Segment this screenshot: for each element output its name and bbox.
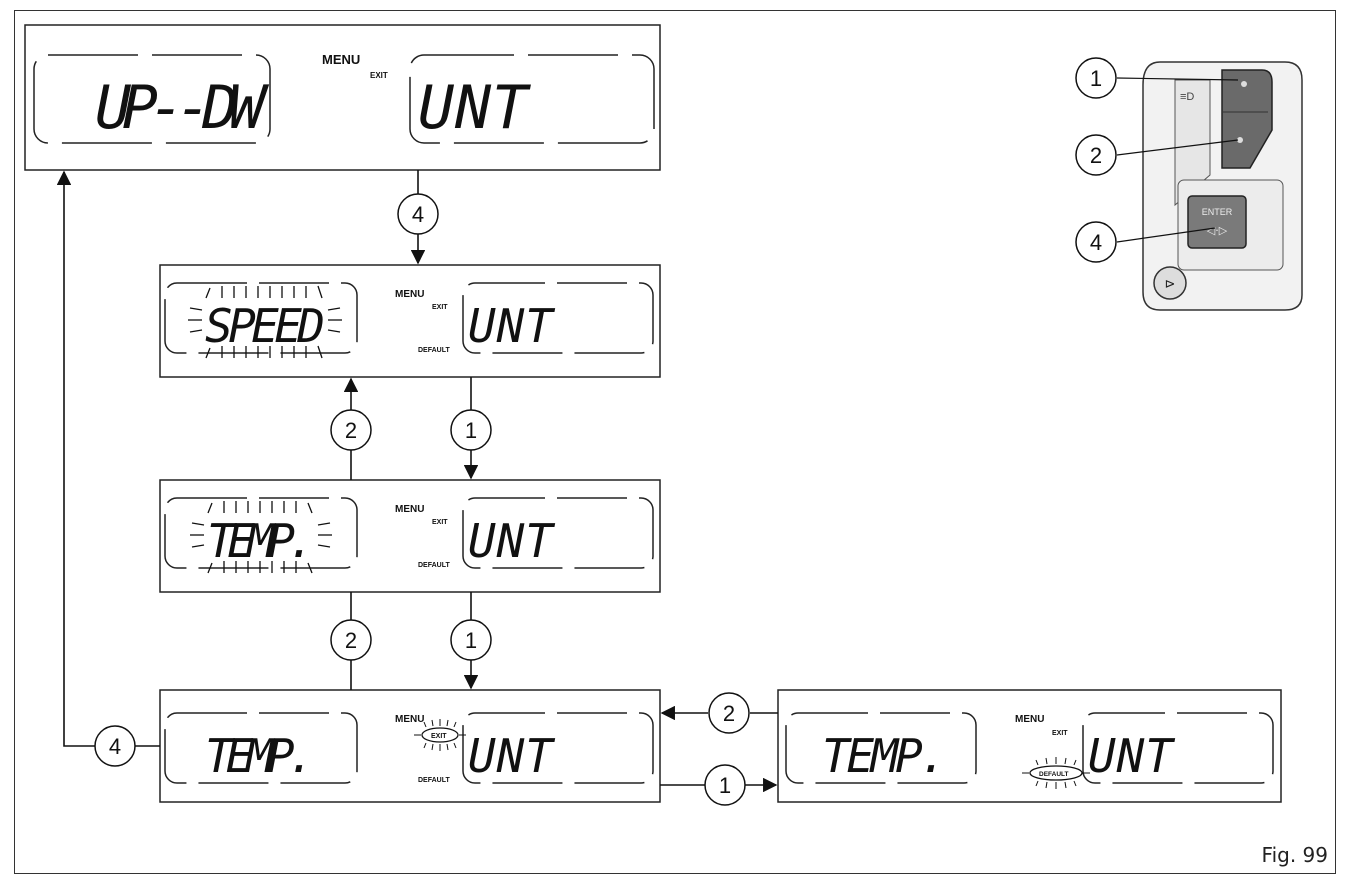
screen-speed: SPEED UNT MENU EXIT DEFAULT <box>159 264 661 378</box>
button-1-2-rocker <box>1221 69 1273 169</box>
horn-button <box>1153 266 1187 300</box>
temp-default-default-label: DEFAULT <box>1039 771 1069 778</box>
step-circle-2-speed: 2 <box>330 409 372 451</box>
figure-frame <box>14 10 1336 874</box>
callout-circle-2 <box>1075 134 1117 176</box>
enter-label: ENTER <box>1202 207 1233 217</box>
svg-text:2: 2 <box>345 418 357 443</box>
enter-button-4 <box>1187 195 1247 249</box>
speed-right-readout: UNT <box>468 299 555 353</box>
speed-exit-label: EXIT <box>432 304 448 311</box>
step-circle-4-top: 4 <box>397 193 439 235</box>
temp-exit-menu-label: MENU <box>395 714 424 725</box>
speed-menu-label: MENU <box>395 289 424 300</box>
speed-default-label: DEFAULT <box>418 347 450 354</box>
temp-default-exit-label: EXIT <box>1052 730 1068 737</box>
step-circle-1-default: 1 <box>704 764 746 806</box>
temp-right-readout: UNT <box>468 514 555 568</box>
speed-left-readout: SPEED <box>205 299 325 353</box>
svg-text:1: 1 <box>465 418 477 443</box>
svg-text:4: 4 <box>412 202 424 227</box>
step-circle-4-exit: 4 <box>94 725 136 767</box>
step-circle-1-temp: 1 <box>450 619 492 661</box>
top-left-readout: UP--DW <box>95 73 270 143</box>
svg-text:2: 2 <box>1090 143 1102 168</box>
figure-label: Fig. 99 <box>1261 843 1328 867</box>
speed-blink-rays <box>188 285 342 359</box>
callout-circle-1 <box>1075 57 1117 99</box>
flow-connectors <box>56 170 778 793</box>
screen-temp-exit: TEMP. UNT MENU EXIT DEFAULT <box>159 689 661 803</box>
temp-default-menu-label: MENU <box>1015 714 1044 725</box>
temp-default-left-readout: TEMP. <box>822 729 947 783</box>
svg-text:1: 1 <box>1090 66 1102 91</box>
up-icon <box>1241 81 1247 87</box>
svg-text:1: 1 <box>465 628 477 653</box>
temp-left-readout: TEMP. <box>207 514 315 568</box>
top-exit-label: EXIT <box>370 71 388 80</box>
horn-icon: ⊳ <box>1165 277 1176 292</box>
temp-blink-rays <box>190 501 332 574</box>
temp-menu-label: MENU <box>395 504 424 515</box>
temp-default-label: DEFAULT <box>418 562 450 569</box>
step-circle-2-temp: 2 <box>330 619 372 661</box>
svg-text:2: 2 <box>723 701 735 726</box>
temp-exit-right-readout: UNT <box>468 729 555 783</box>
svg-text:1: 1 <box>719 773 731 798</box>
top-menu-label: MENU <box>322 52 360 67</box>
temp-default-right-readout: UNT <box>1088 729 1175 783</box>
step-circles: 4 1 2 1 2 4 1 2 <box>94 193 750 806</box>
default-blink-rays <box>1022 757 1090 789</box>
temp-exit-label: EXIT <box>432 519 448 526</box>
screen-temp-default: TEMP. UNT MENU EXIT DEFAULT <box>777 689 1282 803</box>
lights-icon: ≡D <box>1180 91 1194 103</box>
handlebar-controller: ≡D ENTER ◁·▷ ⊳ 1 2 4 <box>1075 57 1303 311</box>
temp-exit-exit-label: EXIT <box>431 733 447 740</box>
svg-text:4: 4 <box>1090 230 1102 255</box>
down-icon <box>1237 137 1243 143</box>
step-circle-1-speed: 1 <box>450 409 492 451</box>
svg-text:4: 4 <box>109 734 121 759</box>
svg-text:2: 2 <box>345 628 357 653</box>
screen-temp: TEMP. UNT MENU EXIT DEFAULT <box>159 479 661 593</box>
exit-blink-rays <box>414 719 466 751</box>
screen-top: UP--DW UNT MENU EXIT <box>24 24 661 171</box>
step-circle-2-default: 2 <box>708 692 750 734</box>
top-right-readout: UNT <box>418 73 532 143</box>
arrows-icon: ◁·▷ <box>1207 224 1228 237</box>
callout-circle-4 <box>1075 221 1117 263</box>
temp-exit-default-label: DEFAULT <box>418 777 450 784</box>
temp-exit-left-readout: TEMP. <box>205 729 315 783</box>
